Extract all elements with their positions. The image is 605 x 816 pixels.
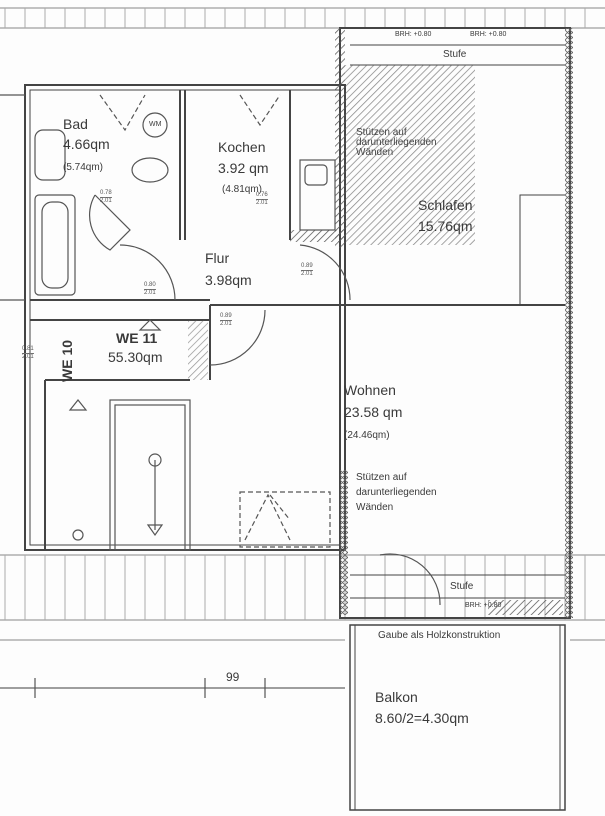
walls	[24, 27, 571, 811]
wall-hatch	[488, 600, 563, 615]
bathtub	[34, 194, 76, 296]
wall-hatch	[290, 230, 345, 242]
door-swing	[379, 553, 441, 606]
door-swing	[209, 309, 266, 366]
dormer-note: Gaube als Holzkonstruktion	[378, 630, 501, 641]
wall-hatch	[565, 28, 573, 618]
room-name-flur: Flur	[205, 250, 230, 266]
room-area-alt-kochen: (4.81qm)	[222, 184, 263, 195]
support-note-line-1: Stützen auf	[356, 472, 407, 483]
step-label: Stufe	[443, 49, 467, 60]
door-swing	[299, 244, 351, 301]
support-note-line-3: Wänden	[356, 502, 394, 513]
room-name-bad: Bad	[63, 116, 88, 132]
sink	[34, 129, 66, 181]
dimension-label: 99	[226, 670, 240, 684]
room-name-schlafen: Schlafen	[418, 197, 473, 213]
step-label: Stufe	[450, 581, 474, 592]
unit-area: 55.30qm	[108, 349, 163, 365]
room-area-alt-wohnen: (24.46qm)	[344, 430, 390, 441]
room-area-bad: 4.66qm	[63, 136, 110, 152]
room-area-schlafen: 15.76qm	[418, 218, 473, 234]
shaft-hatch	[188, 320, 208, 380]
support-note-top: Stützen auf darunterliegenden Wänden	[356, 127, 437, 158]
room-area-alt-bad: (5.74qm)	[63, 162, 104, 173]
fixtures	[0, 94, 441, 698]
kitchen-counter	[299, 159, 336, 231]
room-area-balkon: 8.60/2=4.30qm	[375, 710, 469, 726]
support-note-line-2: darunterliegenden	[356, 487, 437, 498]
room-name-kochen: Kochen	[218, 139, 266, 155]
room-area-flur: 3.98qm	[205, 272, 252, 288]
brh-label: BRH: +0.80	[395, 31, 432, 38]
washing-machine	[142, 112, 168, 138]
unit-name: WE 11	[116, 330, 158, 346]
room-area-kochen: 3.92 qm	[218, 160, 269, 176]
room-area-wohnen: 23.58 qm	[344, 404, 403, 420]
door-swing	[119, 244, 176, 301]
washing-machine-label: WM	[149, 121, 162, 128]
room-name-wohnen: Wohnen	[344, 382, 396, 398]
neighbor-unit-name: WE 10	[59, 339, 75, 382]
roof-rafters	[0, 7, 605, 641]
toilet	[131, 157, 169, 183]
support-hatch-area	[345, 65, 475, 245]
wall-hatch	[335, 28, 345, 248]
brh-label: BRH: +0.80	[465, 602, 502, 609]
room-name-balkon: Balkon	[375, 689, 418, 705]
support-column	[340, 470, 348, 615]
brh-label: BRH: +0.80	[470, 31, 507, 38]
